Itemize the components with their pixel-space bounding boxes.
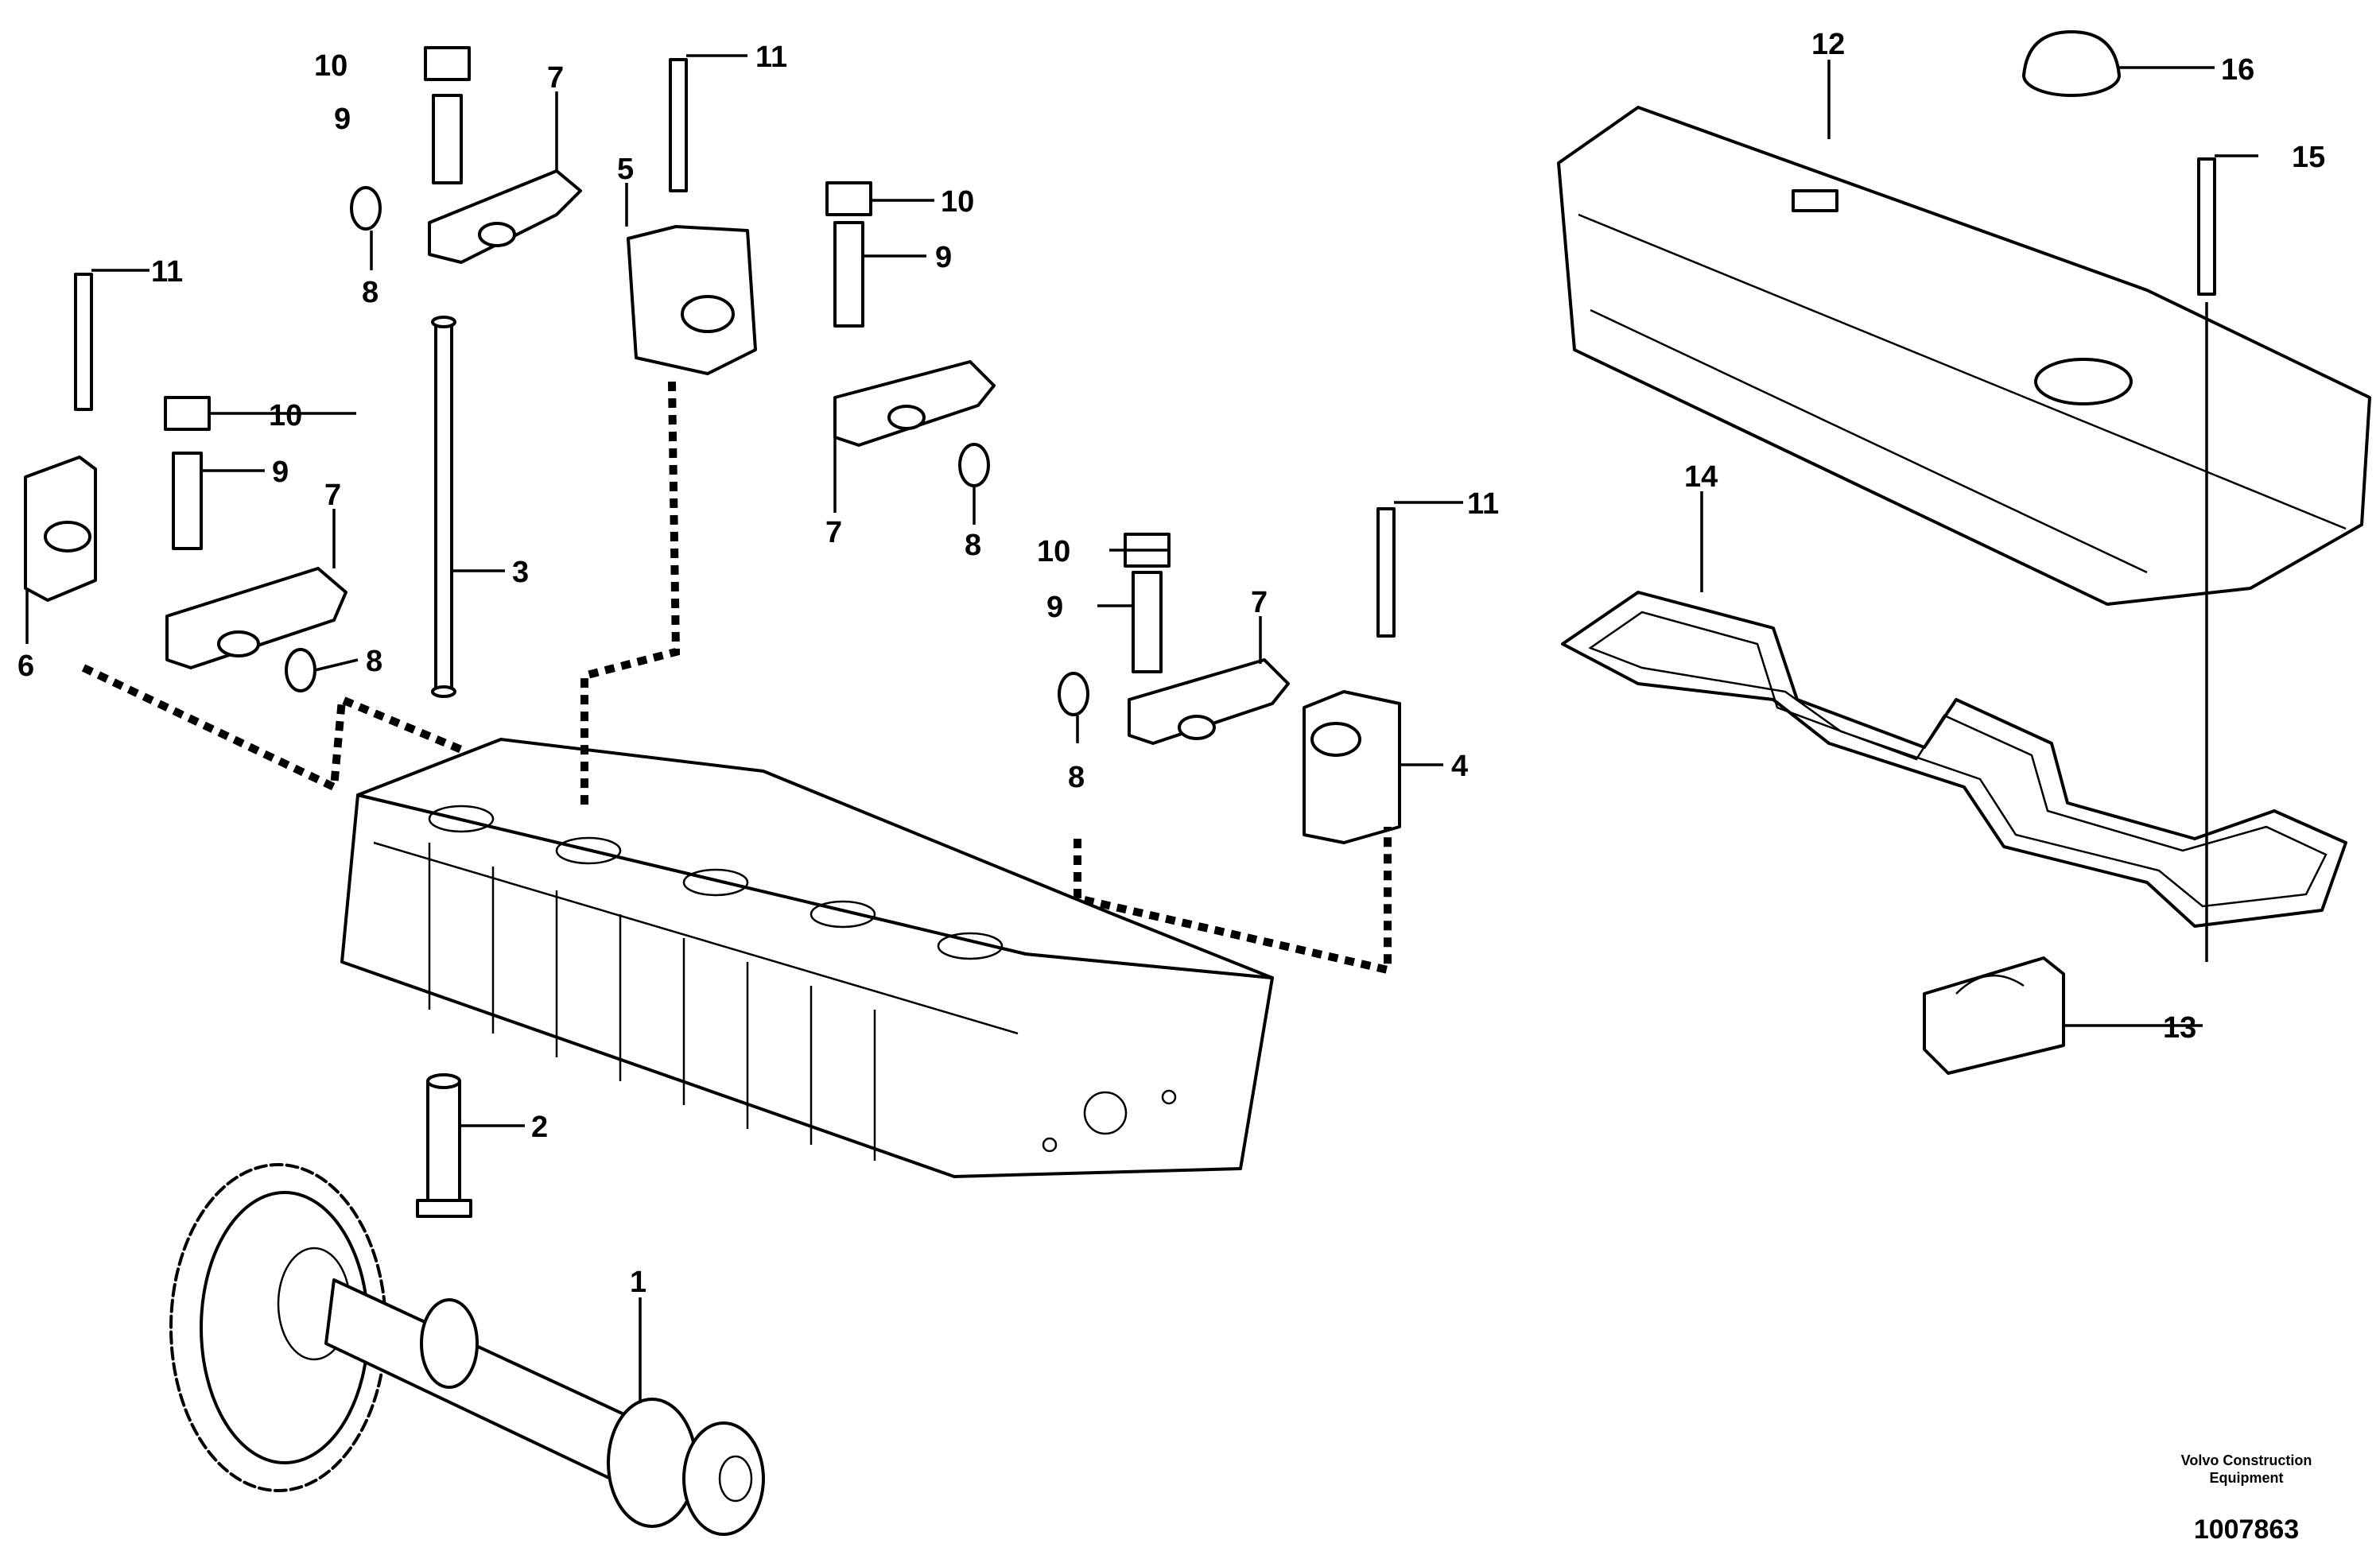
callout-7b: 7 [825, 516, 842, 549]
callout-11c: 11 [1467, 487, 1499, 521]
callout-14: 14 [1684, 460, 1718, 494]
callout-12: 12 [1811, 28, 1845, 61]
cover-bracket [1923, 956, 2065, 1075]
callout-7a: 7 [547, 61, 564, 95]
lock-nuts [164, 46, 1171, 568]
callout-15: 15 [2292, 141, 2325, 174]
callout-11b: 11 [151, 255, 183, 289]
callout-11a: 11 [755, 41, 787, 74]
rocker-bracket-center [428, 169, 996, 447]
callout-10a: 10 [314, 49, 347, 83]
tappet [416, 1073, 472, 1218]
callout-8a: 8 [362, 276, 379, 309]
callout-4: 4 [1451, 750, 1468, 783]
callout-5: 5 [617, 153, 634, 186]
rocker-bracket-left [24, 456, 347, 669]
callout-1: 1 [630, 1266, 646, 1299]
valve-cover [1557, 106, 2371, 606]
camshaft-gear [169, 1163, 765, 1536]
callout-7d: 7 [1251, 586, 1268, 619]
callout-9b: 9 [935, 241, 952, 274]
rocker-bracket-right [1128, 658, 1401, 844]
adjusting-screws [172, 94, 1163, 673]
callout-10b: 10 [941, 185, 974, 219]
callout-8b: 8 [965, 529, 981, 562]
credit-line-2: Equipment [2209, 1470, 2284, 1486]
bolts [74, 58, 2216, 638]
leader-lines [25, 54, 2258, 1403]
callout-3: 3 [512, 556, 529, 589]
manufacturer-credit: Volvo Construction Equipment [2127, 1452, 2366, 1487]
cylinder-head [340, 738, 1274, 1178]
callout-2: 2 [531, 1111, 548, 1144]
figure-number: 1007863 [2193, 1514, 2300, 1545]
callout-9d: 9 [1046, 591, 1063, 624]
credit-line-1: Volvo Construction [2180, 1452, 2312, 1468]
push-rod [431, 316, 456, 698]
callout-13: 13 [2163, 1011, 2196, 1045]
alignment-lines [81, 381, 1392, 975]
callout-labels: 1 2 3 4 5 6 7 7 7 7 8 8 8 8 9 9 9 9 10 1… [17, 28, 2325, 1299]
callout-9a: 9 [334, 103, 351, 136]
oil-filler-cap [2022, 30, 2121, 97]
callout-16: 16 [2221, 53, 2254, 87]
callout-10d: 10 [1037, 535, 1070, 568]
callout-10c: 10 [269, 399, 302, 432]
circlips [285, 186, 1089, 716]
callout-6: 6 [17, 650, 34, 683]
valve-cover-gasket [1561, 591, 2347, 928]
callout-8d: 8 [1068, 761, 1085, 794]
callout-8c: 8 [366, 645, 382, 678]
callout-7c: 7 [324, 479, 341, 512]
callout-9c: 9 [272, 456, 289, 489]
